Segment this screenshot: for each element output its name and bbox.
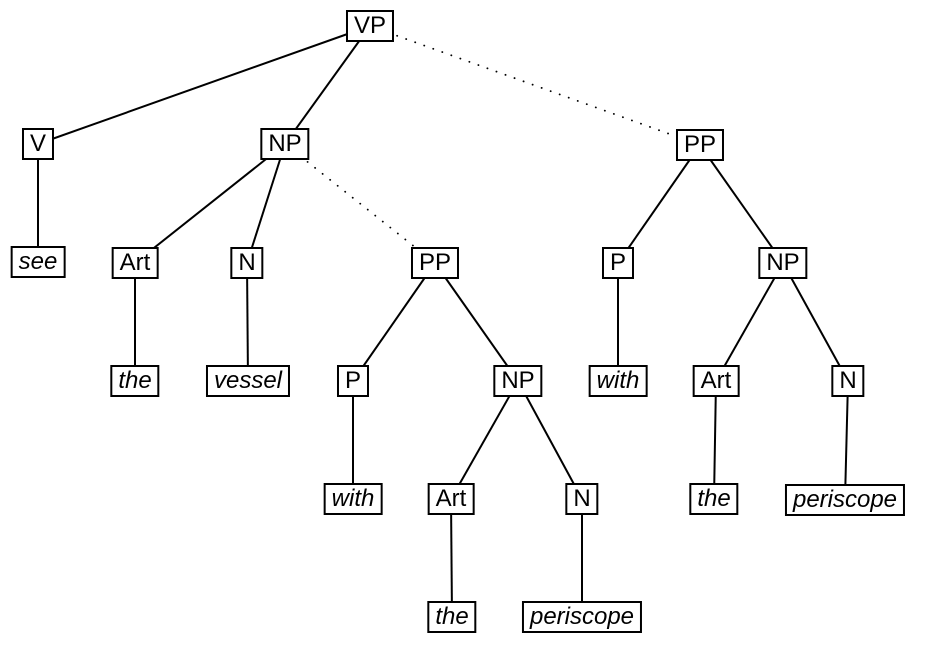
tree-node-periscope2: periscope <box>521 601 643 633</box>
tree-node-vessel: vessel <box>205 365 291 397</box>
tree-node-see: see <box>10 246 66 278</box>
edge-pp1-np2 <box>434 262 519 382</box>
edge-np2-n2 <box>517 380 583 500</box>
tree-node-pp2: PP <box>675 129 725 161</box>
edge-np2-art2 <box>450 380 519 500</box>
tree-node-the1: the <box>110 365 160 397</box>
tree-node-n1: N <box>230 247 264 279</box>
edge-n1-vessel <box>246 262 249 382</box>
tree-node-v: V <box>21 128 55 160</box>
tree-node-with1: with <box>323 483 383 515</box>
tree-node-with2: with <box>588 365 648 397</box>
tree-node-periscope3: periscope <box>784 484 906 516</box>
tree-node-n3: N <box>831 365 865 397</box>
edge-pp2-np3 <box>699 144 784 264</box>
tree-node-n2: N <box>565 483 599 515</box>
edge-np1-art1 <box>134 143 286 264</box>
edge-vp-pp2-dotted <box>369 25 701 146</box>
tree-node-the2: the <box>427 601 477 633</box>
tree-node-p2: P <box>601 247 635 279</box>
edge-art2-the2 <box>450 498 453 618</box>
tree-node-np3: NP <box>758 247 808 279</box>
tree-node-pp1: PP <box>410 247 460 279</box>
edge-pp1-p1 <box>352 262 436 382</box>
edge-vp-v <box>37 25 371 145</box>
edge-n3-periscope3 <box>844 380 849 501</box>
edge-art3-the3 <box>713 380 717 500</box>
tree-node-np2: NP <box>493 365 543 397</box>
tree-node-art3: Art <box>692 365 740 397</box>
tree-node-np1: NP <box>260 128 310 160</box>
edge-np3-n3 <box>782 262 849 382</box>
edge-np1-pp1-dotted <box>284 143 436 264</box>
edge-np1-n1 <box>246 143 286 264</box>
tree-node-p1: P <box>336 365 370 397</box>
tree-node-art2: Art <box>427 483 475 515</box>
edge-pp2-p2 <box>617 144 701 264</box>
edge-vp-np1 <box>284 25 371 145</box>
tree-node-vp: VP <box>345 10 395 42</box>
tree-node-art1: Art <box>111 247 159 279</box>
edge-np3-art3 <box>715 262 784 382</box>
tree-node-the3: the <box>689 483 739 515</box>
